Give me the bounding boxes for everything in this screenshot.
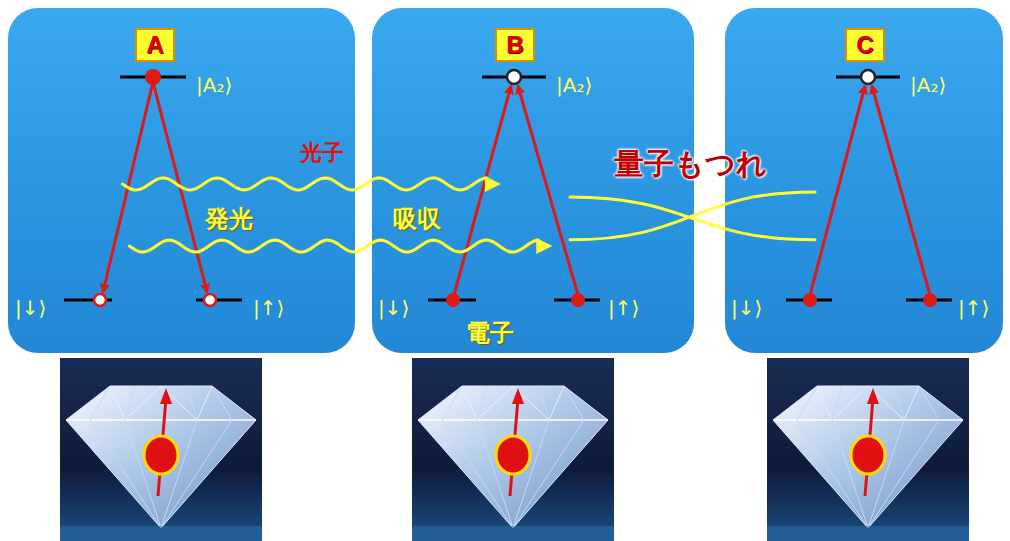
- panel-letter: B: [506, 30, 523, 60]
- photon-arrow: [123, 176, 501, 192]
- entanglement-line: [570, 197, 815, 240]
- state-panel: |A₂⟩ |↓⟩ |↑⟩ A: [8, 8, 355, 353]
- photon-label: 光子: [300, 139, 344, 167]
- process-label: 発光: [205, 204, 253, 234]
- state-panel: |A₂⟩ |↓⟩ |↑⟩ C: [725, 8, 1003, 353]
- state-label: |↑⟩: [253, 294, 284, 322]
- state-label: |A₂⟩: [556, 71, 592, 99]
- panel-letter: A: [146, 30, 163, 60]
- process-label: 吸収: [393, 204, 441, 234]
- state-label: |↓⟩: [15, 294, 46, 322]
- state-label: |↓⟩: [731, 294, 762, 322]
- entanglement-line: [570, 192, 815, 240]
- panel-tag: A: [135, 28, 175, 62]
- panel-tag: C: [845, 28, 885, 62]
- state-label: |↓⟩: [378, 294, 409, 322]
- state-label: |A₂⟩: [196, 71, 232, 99]
- panel-letter: C: [856, 30, 873, 60]
- state-label: |A₂⟩: [910, 71, 946, 99]
- entanglement-label: 量子もつれ: [614, 146, 767, 182]
- panel-tag: B: [495, 28, 535, 62]
- state-label: |↑⟩: [608, 294, 639, 322]
- state-label: |↑⟩: [958, 294, 989, 322]
- photon-arrow: [129, 238, 552, 254]
- process-label: 電子: [466, 318, 514, 348]
